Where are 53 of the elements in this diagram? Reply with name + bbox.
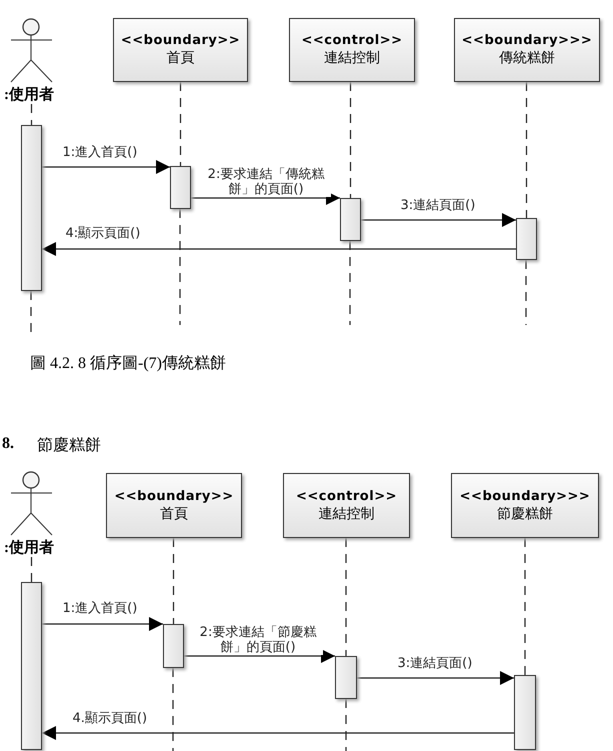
activation-bar	[21, 582, 42, 750]
lifeline-head-box	[454, 18, 600, 82]
object-name: 傳統糕餅	[499, 49, 555, 67]
message-label: 4:顯示頁面()	[64, 226, 142, 240]
activation-bar	[335, 656, 357, 699]
stereotype-label: <<control>>	[302, 33, 402, 48]
lifeline	[30, 557, 32, 582]
figure-caption: 圖 4.2. 8 循序圖-(7)傳統糕餅	[30, 354, 226, 374]
activation-bar	[516, 218, 537, 260]
activation-bar	[514, 675, 536, 750]
object-name: 連結控制	[324, 49, 380, 67]
message-arrow	[42, 726, 514, 740]
lifeline-head-box	[106, 473, 242, 538]
message-arrow	[42, 242, 516, 256]
message-arrow	[361, 213, 516, 227]
stereotype-label: <<boundary>>	[114, 488, 234, 504]
lifeline	[350, 82, 352, 198]
stereotype-label: <<boundary>>>	[462, 33, 592, 48]
stereotype-label: <<control>>	[296, 488, 397, 504]
actor-name: :使用者	[4, 85, 54, 104]
stereotype-label: <<boundary>>>	[460, 488, 590, 504]
lifeline-head-box	[451, 473, 599, 538]
lifeline	[524, 538, 526, 675]
section-number: 8.	[2, 435, 14, 453]
object-name: 首頁	[160, 504, 188, 522]
actor-name: :使用者	[4, 538, 54, 557]
lifeline-head-box	[289, 18, 415, 82]
message-label: 3:連結頁面()	[400, 198, 476, 212]
message-label: 1:進入首頁()	[62, 600, 138, 616]
activation-bar	[170, 166, 191, 209]
message-arrow	[42, 160, 170, 174]
lifeline-head-box	[283, 473, 410, 538]
object-name: 首頁	[166, 49, 194, 67]
message-label: 3:連結頁面()	[396, 656, 474, 670]
activation-bar	[340, 198, 361, 241]
lifeline	[30, 104, 32, 125]
lifeline	[345, 538, 347, 656]
message-arrow	[191, 191, 340, 205]
activation-bar	[21, 125, 42, 291]
message-label: 4.顯示頁面()	[72, 710, 148, 726]
message-arrow	[357, 671, 514, 685]
object-name: 節慶糕餅	[497, 504, 553, 522]
lifeline	[180, 82, 182, 166]
object-name: 連結控制	[318, 504, 374, 522]
message-label: 1:進入首頁()	[62, 144, 138, 160]
lifeline-head-box	[113, 18, 248, 82]
message-arrow	[42, 617, 163, 631]
lifeline	[172, 538, 174, 624]
lifeline	[526, 82, 528, 218]
stereotype-label: <<boundary>>	[120, 33, 240, 48]
activation-bar	[163, 624, 184, 668]
message-arrow	[184, 649, 335, 663]
section-heading: 節慶糕餅	[37, 436, 101, 456]
